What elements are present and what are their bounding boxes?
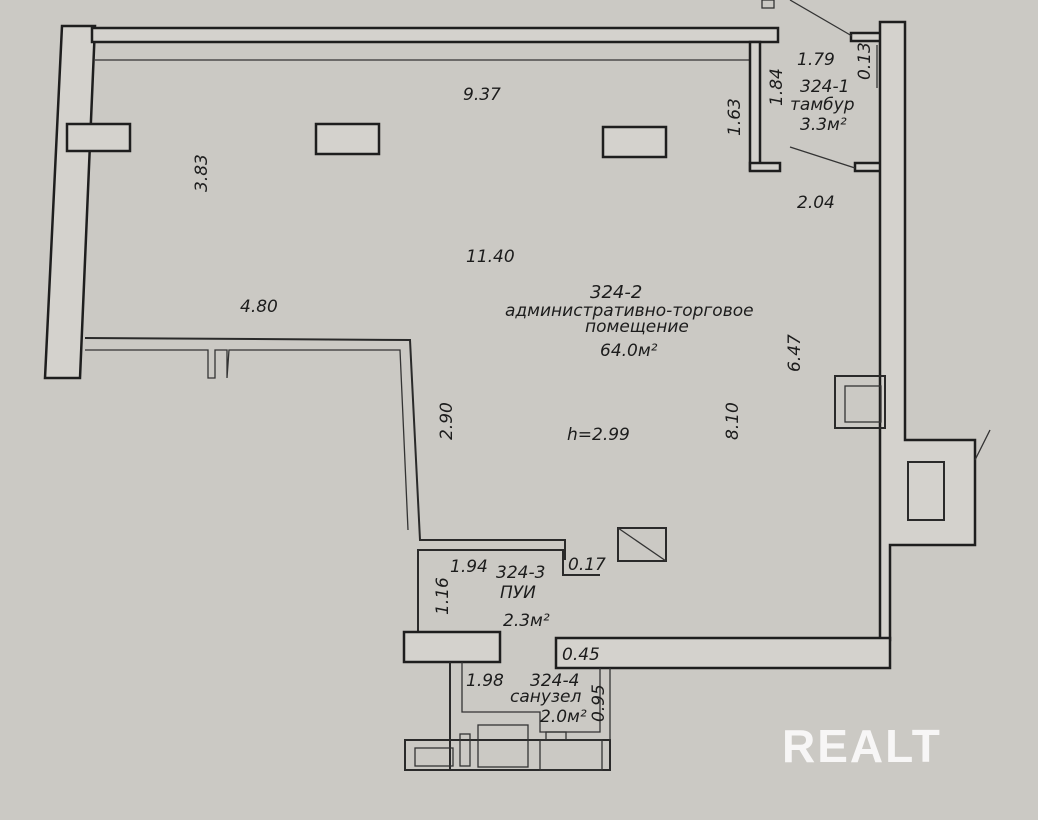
room-324-2-id: 324-2 xyxy=(590,282,642,303)
room-324-4-id: 324-4 xyxy=(530,671,579,691)
dim-11-40: 11.40 xyxy=(466,247,515,267)
realt-watermark-logo: REALT xyxy=(782,720,942,772)
toilet xyxy=(477,724,529,768)
niche xyxy=(834,375,886,429)
room-324-2-name: административно-торговое xyxy=(505,301,754,321)
room-324-1-area: 3.3м² xyxy=(800,115,847,135)
sink xyxy=(414,747,454,767)
utility-room-wall xyxy=(417,549,600,632)
dim-3-83: 3.83 xyxy=(192,154,212,192)
left-wall xyxy=(43,24,97,380)
wall-segment xyxy=(554,636,892,670)
dim-0-13: 0.13 xyxy=(855,42,875,80)
partition-wall xyxy=(84,337,566,560)
dim-0-95: 0.95 xyxy=(589,684,609,722)
room-324-3-id: 324-3 xyxy=(496,563,545,583)
vestibule-wall xyxy=(748,40,762,172)
dim-4-80: 4.80 xyxy=(240,297,278,317)
room-324-4-name: санузел xyxy=(510,687,581,707)
dim-1-98: 1.98 xyxy=(466,671,504,691)
dim-1-63: 1.63 xyxy=(725,98,745,136)
dim-0-45: 0.45 xyxy=(562,645,600,665)
shaft xyxy=(907,461,945,521)
wall-segment xyxy=(402,630,502,664)
dim-8-10: 8.10 xyxy=(723,402,743,440)
room-324-4-area: 2.0м² xyxy=(540,707,587,727)
room-height: h=2.99 xyxy=(567,425,630,445)
column xyxy=(65,122,132,153)
door-swing-line xyxy=(789,0,853,37)
column xyxy=(314,122,381,156)
room-324-3-area: 2.3м² xyxy=(503,611,550,631)
dim-1-94: 1.94 xyxy=(450,557,488,577)
dim-1-84: 1.84 xyxy=(767,68,787,106)
room-324-2-area: 64.0м² xyxy=(600,341,658,361)
room-324-1-id: 324-1 xyxy=(800,77,849,97)
dim-2-90: 2.90 xyxy=(437,402,457,440)
dim-6-47: 6.47 xyxy=(785,334,805,372)
column xyxy=(601,125,668,159)
room-324-3-name: ПУИ xyxy=(500,583,536,603)
right-wall xyxy=(878,20,977,642)
dim-0-17: 0.17 xyxy=(568,555,606,575)
bathroom-wall xyxy=(404,662,611,771)
room-324-2-name2: помещение xyxy=(585,317,689,337)
room-324-1-name: тамбур xyxy=(790,95,855,115)
dim-1-79: 1.79 xyxy=(797,50,835,70)
dim-9-37: 9.37 xyxy=(463,85,501,105)
top-wall xyxy=(90,26,780,44)
shower xyxy=(539,739,603,771)
dim-2-04: 2.04 xyxy=(797,193,835,213)
dim-1-16: 1.16 xyxy=(433,577,453,615)
ventilation-icon xyxy=(617,527,667,562)
